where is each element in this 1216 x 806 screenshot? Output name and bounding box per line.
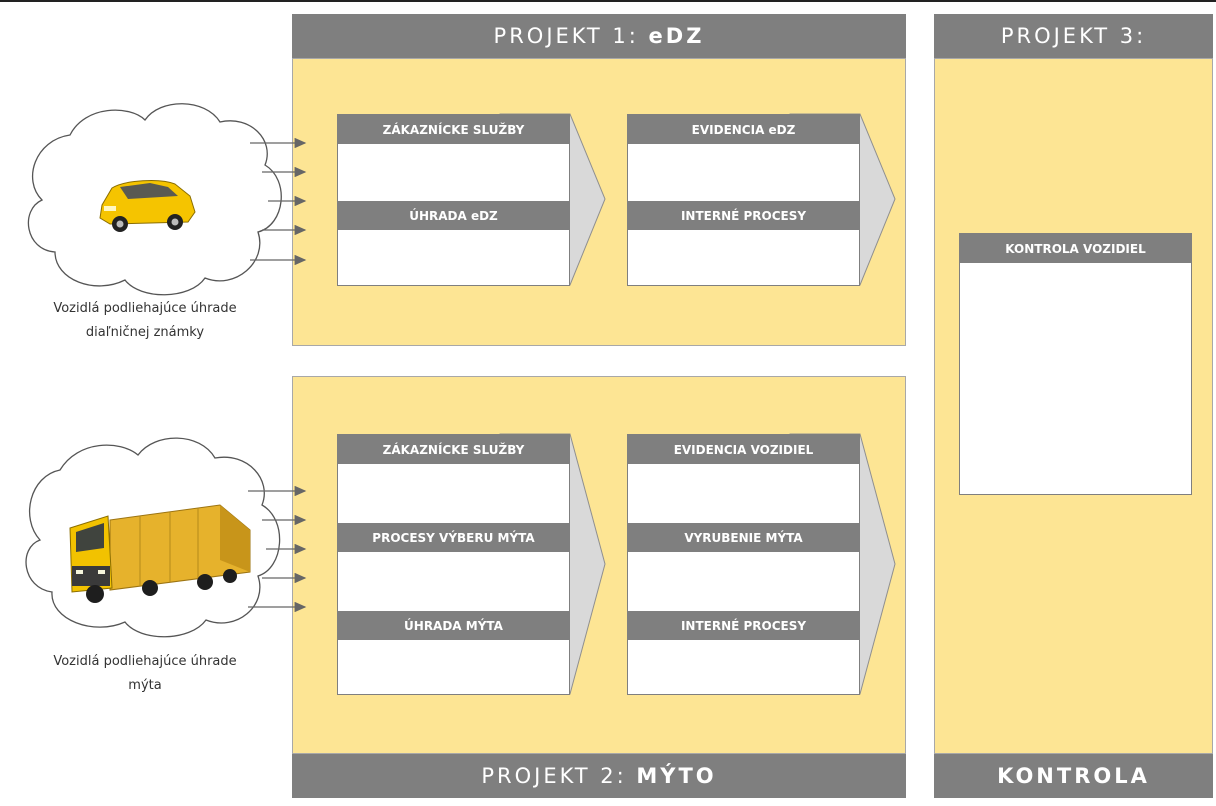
- project-3-footer-label: KONTROLA: [997, 764, 1150, 788]
- car-caption-line-1: Vozidlá podliehajúce úhrade: [53, 301, 237, 316]
- arrows-car: [250, 137, 307, 266]
- project-3-header: PROJEKT 3:: [934, 14, 1213, 58]
- project-1-header: PROJEKT 1: eDZ: [292, 14, 906, 58]
- myto-procesy-vyberu: PROCESY VÝBERU MÝTA: [338, 523, 569, 552]
- car-caption-line-2: diaľničnej známky: [85, 325, 205, 340]
- project-3-footer: KONTROLA: [934, 754, 1213, 798]
- arrows-truck: [248, 485, 307, 613]
- project-1-prefix: PROJEKT 1:: [493, 24, 639, 48]
- myto-column-2: EVIDENCIA VOZIDIEL VYRUBENIE MÝTA INTERN…: [627, 434, 860, 695]
- myto-uhrada: ÚHRADA MÝTA: [338, 611, 569, 640]
- myto-column-1: ZÁKAZNÍCKE SLUŽBY PROCESY VÝBERU MÝTA ÚH…: [337, 434, 570, 695]
- myto-vyrubenie: VYRUBENIE MÝTA: [628, 523, 859, 552]
- edz-evidencia: EVIDENCIA eDZ: [628, 115, 859, 144]
- myto-evidencia-vozidiel: EVIDENCIA VOZIDIEL: [628, 435, 859, 464]
- truck-caption: Vozidlá podliehajúce úhrade mýta: [10, 650, 280, 698]
- truck-icon: [69, 504, 251, 603]
- project-2-name: MÝTO: [636, 764, 717, 788]
- edz-interne-procesy: INTERNÉ PROCESY: [628, 201, 859, 230]
- project-1-name: eDZ: [648, 24, 705, 48]
- top-rule: [0, 0, 1216, 2]
- edz-column-2: EVIDENCIA eDZ INTERNÉ PROCESY: [627, 114, 860, 286]
- edz-column-1: ZÁKAZNÍCKE SLUŽBY ÚHRADA eDZ: [337, 114, 570, 286]
- project-2-prefix: PROJEKT 2:: [481, 764, 627, 788]
- truck-caption-line-2: mýta: [128, 678, 162, 693]
- edz-zakaznicke-sluzby: ZÁKAZNÍCKE SLUŽBY: [338, 115, 569, 144]
- kontrola-vozidiel: KONTROLA VOZIDIEL: [960, 234, 1191, 263]
- project-3-prefix: PROJEKT 3:: [1000, 24, 1147, 48]
- car-icon: [99, 180, 196, 232]
- myto-interne-procesy: INTERNÉ PROCESY: [628, 611, 859, 640]
- edz-uhrada: ÚHRADA eDZ: [338, 201, 569, 230]
- kontrola-column: KONTROLA VOZIDIEL: [959, 233, 1192, 495]
- project-2-header: PROJEKT 2: MÝTO: [292, 754, 906, 798]
- myto-zakaznicke-sluzby: ZÁKAZNÍCKE SLUŽBY: [338, 435, 569, 464]
- car-caption: Vozidlá podliehajúce úhrade diaľničnej z…: [10, 297, 280, 345]
- truck-caption-line-1: Vozidlá podliehajúce úhrade: [53, 654, 237, 669]
